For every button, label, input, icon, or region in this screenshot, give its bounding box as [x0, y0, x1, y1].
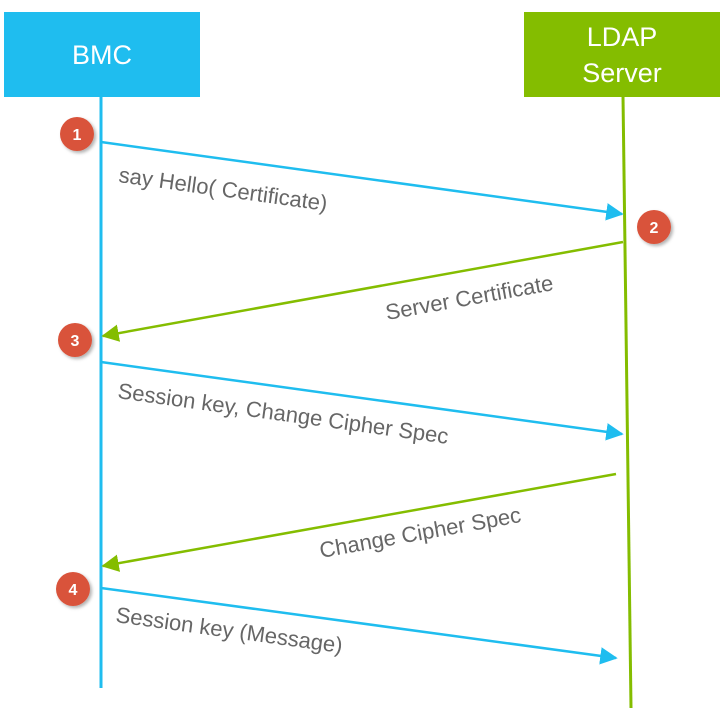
- svg-text:2: 2: [650, 220, 659, 237]
- message-arrow-4: [101, 472, 617, 572]
- ldap-participant: LDAP Server: [524, 12, 720, 97]
- message-arrow-2: [101, 240, 624, 342]
- bmc-participant: BMC: [4, 12, 200, 97]
- message-label-3: Session key, Change Cipher Spec: [116, 378, 450, 449]
- svg-text:3: 3: [71, 333, 80, 350]
- svg-text:1: 1: [73, 127, 82, 144]
- message-arrow-5: [100, 586, 618, 665]
- message-label-5: Session key (Message): [114, 602, 344, 658]
- ldap-name-line2: Server: [582, 58, 662, 88]
- step-badge-2: 2: [637, 210, 671, 244]
- message-arrow-3: [100, 360, 624, 441]
- step-badge-3: 3: [58, 323, 92, 357]
- ldap-lifeline: [621, 95, 633, 709]
- message-label-2: Server Certificate: [383, 270, 555, 325]
- step-badge-4: 4: [56, 572, 90, 606]
- message-label-4: Change Cipher Spec: [317, 502, 522, 563]
- message-arrow-1: [100, 140, 624, 221]
- svg-text:4: 4: [69, 582, 78, 599]
- bmc-name: BMC: [72, 40, 132, 70]
- step-badge-1: 1: [60, 117, 94, 151]
- ldap-name-line1: LDAP: [587, 22, 658, 52]
